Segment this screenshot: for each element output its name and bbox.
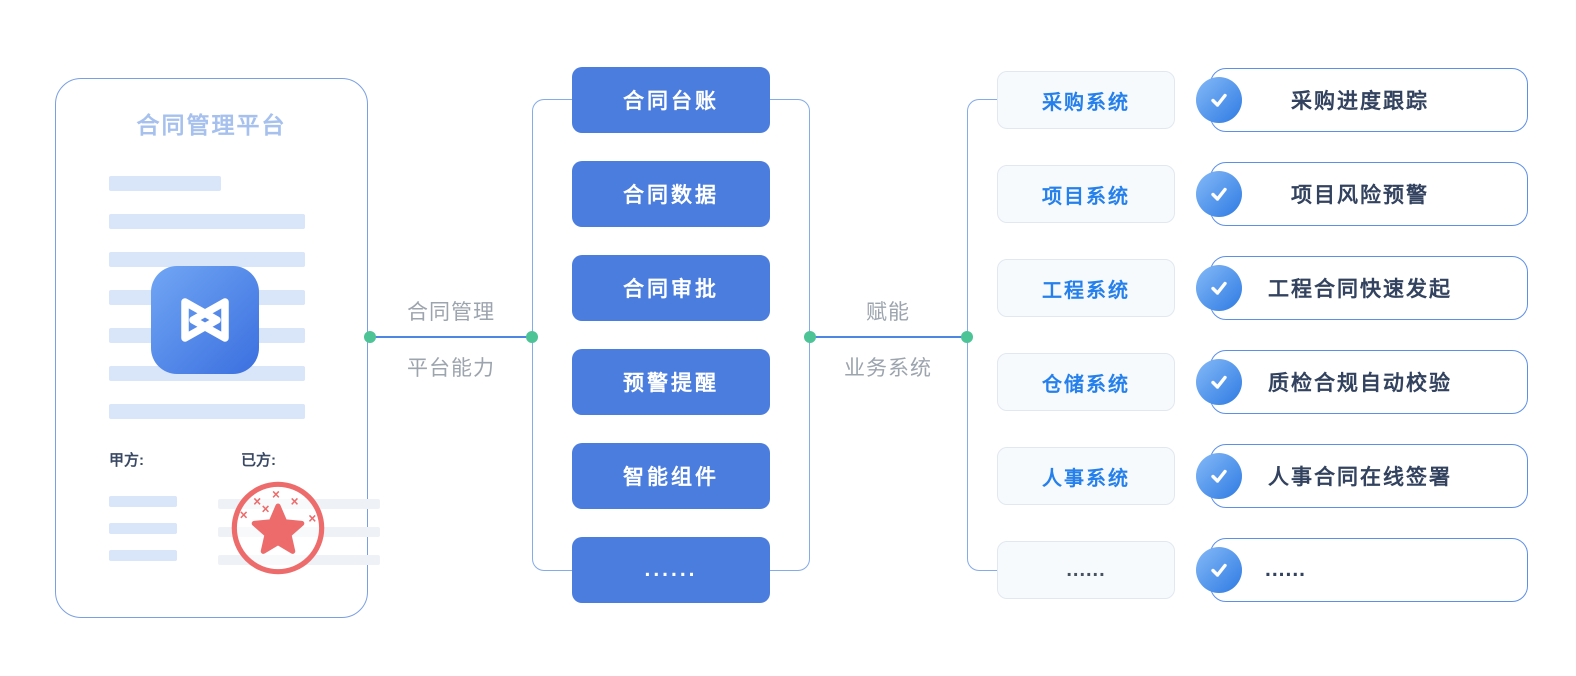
svg-text:×: ×: [253, 494, 261, 509]
party-b-label: 已方:: [241, 452, 276, 469]
outcome-box: 质检合规自动校验: [1196, 350, 1528, 414]
document-text-line: [109, 404, 305, 419]
check-icon: [1196, 547, 1242, 593]
svg-text:×: ×: [272, 487, 280, 502]
system-box: 人事系统: [997, 447, 1175, 505]
capability-bracket-left: [532, 99, 572, 571]
outcome-box: ......: [1196, 538, 1528, 602]
system-column: 采购系统 项目系统 工程系统 仓储系统 人事系统 ......: [997, 71, 1175, 599]
signature-line: [109, 496, 177, 507]
system-box: ......: [997, 541, 1175, 599]
outcome-label: 采购进度跟踪: [1291, 90, 1429, 113]
party-a-label: 甲方:: [109, 452, 144, 469]
capability-button: ......: [572, 537, 770, 603]
connector-node: [961, 331, 973, 343]
check-icon: [1196, 453, 1242, 499]
capability-button: 智能组件: [572, 443, 770, 509]
connector-node: [526, 331, 538, 343]
svg-text:×: ×: [308, 511, 316, 526]
check-icon: [1196, 77, 1242, 123]
connector-right-label-bottom: 业务系统: [844, 357, 932, 380]
capability-column: 合同台账 合同数据 合同审批 预警提醒 智能组件 ......: [572, 67, 770, 603]
link-bowtie-app-icon: [151, 266, 259, 374]
document-text-line: [109, 252, 305, 267]
connector-right-label-top: 赋能: [866, 301, 910, 324]
signature-line: [109, 550, 177, 561]
capability-button: 合同数据: [572, 161, 770, 227]
check-icon: [1196, 359, 1242, 405]
outcome-label: 质检合规自动校验: [1268, 372, 1452, 395]
document-text-line: [109, 214, 305, 229]
system-box: 采购系统: [997, 71, 1175, 129]
platform-card-title: 合同管理平台: [136, 112, 287, 138]
capability-button: 预警提醒: [572, 349, 770, 415]
system-box: 项目系统: [997, 165, 1175, 223]
connector-left-label-top: 合同管理: [407, 301, 495, 324]
system-box: 仓储系统: [997, 353, 1175, 411]
svg-text:×: ×: [262, 501, 270, 516]
connector-node: [364, 331, 376, 343]
outcome-box: 采购进度跟踪: [1196, 68, 1528, 132]
outcome-label: 工程合同快速发起: [1268, 278, 1452, 301]
outcome-box: 项目风险预警: [1196, 162, 1528, 226]
outcome-label: 项目风险预警: [1291, 184, 1429, 207]
outcome-column: 采购进度跟踪 项目风险预警 工程合同快速发起 质检合规自动校验 人事合同在线签署: [1196, 68, 1528, 602]
check-icon: [1196, 265, 1242, 311]
connector-left-label-bottom: 平台能力: [407, 357, 495, 380]
svg-text:×: ×: [240, 508, 248, 523]
check-icon: [1196, 171, 1242, 217]
outcome-label: 人事合同在线签署: [1268, 466, 1452, 489]
document-text-line: [109, 176, 221, 191]
outcome-label: ......: [1265, 558, 1307, 581]
platform-card: 合同管理平台 甲方: 已方:: [55, 78, 380, 618]
connector-node: [804, 331, 816, 343]
red-star-seal-stamp-icon: × × × × × ×: [231, 481, 325, 575]
svg-text:×: ×: [291, 494, 299, 509]
connector-line-right: [810, 336, 967, 338]
signature-line: [109, 523, 177, 534]
outcome-box: 人事合同在线签署: [1196, 444, 1528, 508]
outcome-box: 工程合同快速发起: [1196, 256, 1528, 320]
system-box: 工程系统: [997, 259, 1175, 317]
capability-button: 合同审批: [572, 255, 770, 321]
connector-line-left: [370, 336, 532, 338]
capability-button: 合同台账: [572, 67, 770, 133]
